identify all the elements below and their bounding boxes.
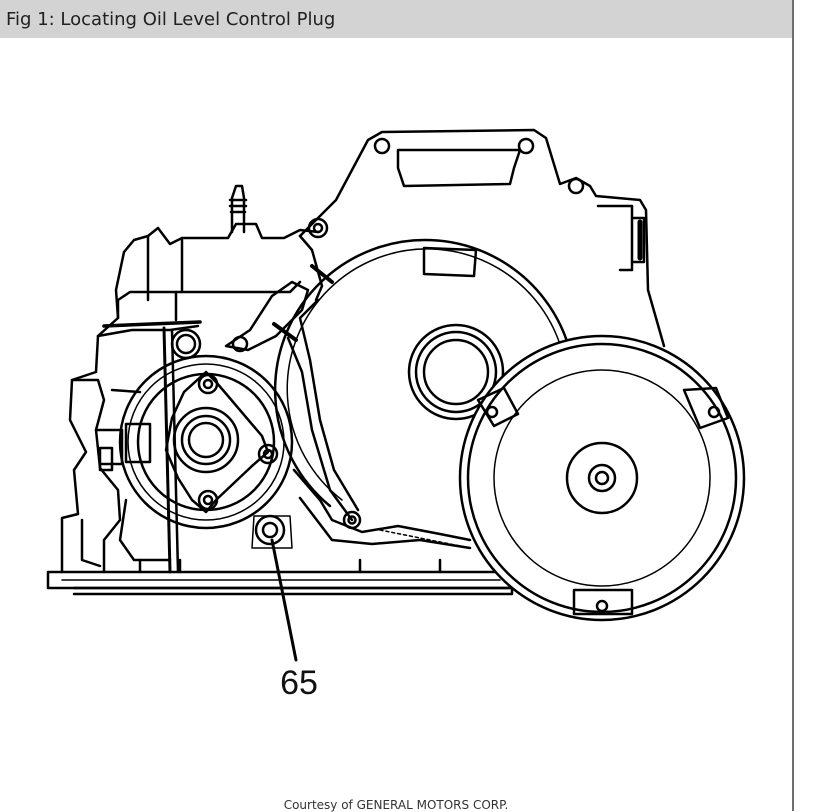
callout-label-65: 65 bbox=[280, 664, 318, 702]
end-cover-flange bbox=[118, 328, 294, 530]
figure-title-bar: Fig 1: Locating Oil Level Control Plug bbox=[0, 0, 792, 38]
figure-title: Fig 1: Locating Oil Level Control Plug bbox=[6, 9, 336, 30]
oil-level-control-plug bbox=[251, 514, 293, 549]
panel-border bbox=[792, 0, 794, 811]
vent-tube bbox=[228, 184, 248, 234]
image-credit: Courtesy of GENERAL MOTORS CORP. bbox=[283, 798, 509, 812]
bracket-arm bbox=[224, 280, 472, 550]
figure-panel: Fig 1: Locating Oil Level Control Plug bbox=[0, 0, 792, 812]
oil-pan-rail bbox=[46, 558, 514, 596]
flexplate-disc bbox=[458, 334, 746, 622]
page-gutter bbox=[794, 0, 838, 811]
transmission-diagram: 65 bbox=[0, 38, 792, 798]
callout-leader bbox=[270, 538, 298, 662]
bell-housing bbox=[272, 128, 666, 348]
